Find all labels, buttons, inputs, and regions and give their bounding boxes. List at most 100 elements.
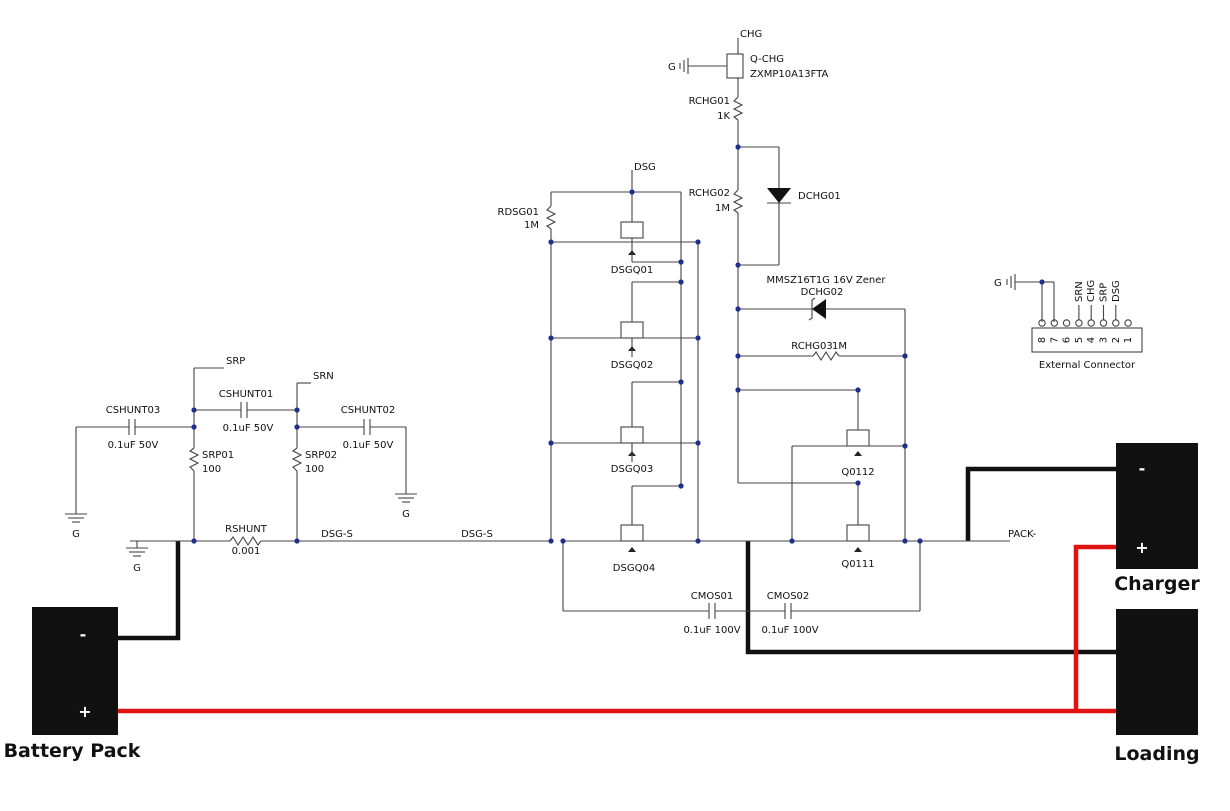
junction-dot (855, 387, 861, 393)
charger-negative-cable (965, 466, 1116, 541)
connector-pin-1 (1124, 319, 1132, 327)
rshunt-value: 0.001 (232, 546, 261, 557)
srp01-name: SRP01 (202, 450, 234, 461)
dsg-net-label: DSG (634, 162, 656, 173)
dchg02-name: DCHG02 (801, 287, 844, 298)
dsgq01-mosfet (620, 221, 644, 239)
connector-pin-6 (1062, 319, 1071, 327)
shunt-section: G RSHUNT 0.001 DSG-S DSG-S SRP SRP01 100… (65, 356, 552, 574)
dsgq03-name: DSGQ03 (611, 464, 653, 475)
battery-negative-cable (118, 541, 181, 641)
pack-neg-label: PACK- (1008, 529, 1037, 540)
loading-negative-cable (745, 541, 1116, 655)
junction-dot (695, 335, 701, 341)
srp01-value: 100 (202, 464, 221, 475)
junction-dot (678, 483, 684, 489)
rchg01-value: 1K (717, 111, 730, 122)
rchg01-resistor (732, 96, 744, 121)
junction-dot (902, 443, 908, 449)
connector-pin-number: 2 (1111, 337, 1122, 343)
junction-dot (789, 538, 795, 544)
connector-pin-number: 1 (1123, 337, 1134, 343)
dsg-s-label-2: DSG-S (461, 529, 493, 540)
junction-dot (678, 259, 684, 265)
junction-dot (191, 407, 197, 413)
dchg02-zener-diode (812, 299, 826, 319)
srp02-name: SRP02 (305, 450, 337, 461)
cshunt03-name: CSHUNT03 (106, 405, 160, 416)
rchg03-value: 1M (832, 341, 847, 352)
dchg02-part: MMSZ16T1G 16V Zener (767, 275, 887, 286)
srp-net-label: SRP (226, 356, 245, 367)
junction-dot (548, 538, 554, 544)
rdsg01-name: RDSG01 (498, 207, 539, 218)
rshunt-resistor (229, 535, 262, 547)
qchg-name: Q-CHG (750, 54, 784, 65)
connector-pin-number: 6 (1062, 337, 1073, 343)
ground-label-1: G (133, 563, 141, 574)
battery-neg-sign: - (80, 625, 87, 644)
rchg03-name: RCHG03 (791, 341, 832, 352)
junction-dot (191, 538, 197, 544)
junction-dot (294, 424, 300, 430)
connector-body (1031, 327, 1143, 353)
junction-dot (735, 262, 741, 268)
dsgq03-mosfet (620, 426, 644, 444)
junction-dot (1039, 279, 1045, 285)
dsgq04-mosfet (620, 524, 644, 542)
cmos01-name: CMOS01 (691, 591, 734, 602)
junction-dot (735, 306, 741, 312)
cshunt02-value: 0.1uF 50V (343, 440, 394, 451)
charger-neg-sign: - (1139, 459, 1146, 478)
junction-dot (695, 440, 701, 446)
cshunt01-value: 0.1uF 50V (223, 423, 274, 434)
connector-pin-8 (1038, 319, 1046, 327)
connector-pin-number: 3 (1099, 337, 1110, 343)
junction-dot (902, 353, 908, 359)
rchg03-resistor (812, 350, 840, 362)
dchg01-diode (767, 188, 791, 203)
junction-dot (548, 239, 554, 245)
junction-dot (735, 144, 741, 150)
connector-title: External Connector (1039, 360, 1136, 371)
connector-pin-number: 8 (1037, 337, 1048, 343)
dsg-fet-stack: DSG RDSG01 1M DSGQ01 DSGQ02 DSGQ03 (498, 162, 1037, 636)
chg-net-label: CHG (740, 29, 762, 40)
junction-dot (294, 538, 300, 544)
connector-pin-number: 5 (1074, 337, 1085, 343)
dsgq02-mosfet (620, 321, 644, 339)
srn-net-label: SRN (313, 371, 334, 382)
junction-dot (548, 335, 554, 341)
cmos02-value: 0.1uF 100V (761, 625, 818, 636)
rchg02-value: 1M (715, 203, 730, 214)
connector-pin-5 (1075, 319, 1083, 327)
rchg02-resistor (732, 189, 744, 214)
junction-dot (560, 538, 566, 544)
charger-block: - + Charger (1114, 443, 1200, 595)
q0111-name: Q0111 (841, 559, 874, 570)
connector-pin-2 (1112, 319, 1120, 327)
connector-ground-label: G (994, 278, 1002, 289)
rdsg01-resistor (545, 205, 557, 230)
connector-pin-3 (1099, 319, 1108, 327)
srp01-resistor (188, 447, 200, 472)
battery-pack-block: - + Battery Pack (4, 607, 141, 762)
qchg-part: ZXMP10A13FTA (750, 69, 829, 80)
battery-pos-sign: + (78, 702, 91, 721)
q0111-mosfet (846, 524, 870, 542)
connector-signal-label: SRP (1099, 283, 1110, 302)
qchg-ground-label: G (668, 62, 676, 73)
connector-pin-7 (1050, 319, 1059, 327)
rchg02-name: RCHG02 (689, 188, 730, 199)
junction-dots (191, 144, 1045, 544)
cshunt01-name: CSHUNT01 (219, 389, 273, 400)
dsgq02-name: DSGQ02 (611, 360, 653, 371)
charger-positive-cable (1073, 544, 1116, 711)
connector-pin-4 (1087, 319, 1095, 327)
rdsg01-value: 1M (524, 220, 539, 231)
cshunt03-value: 0.1uF 50V (108, 440, 159, 451)
dsgq01-name: DSGQ01 (611, 265, 653, 276)
